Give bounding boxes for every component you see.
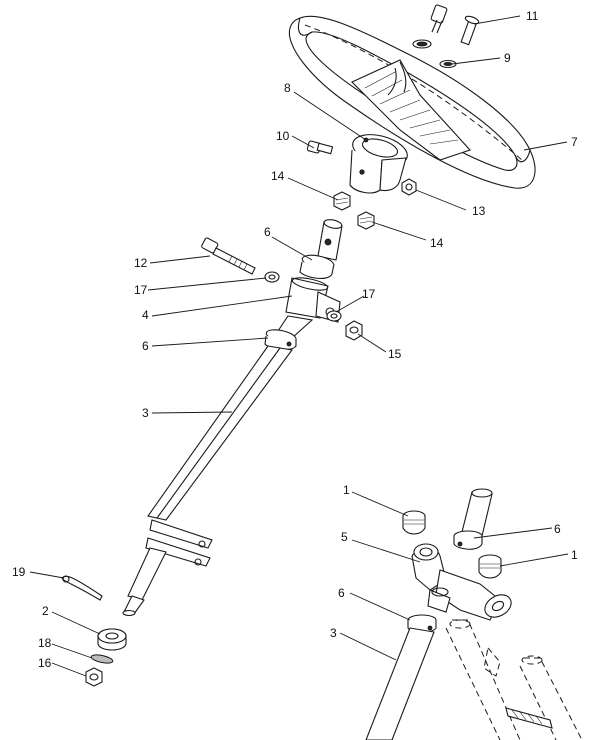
- washer-18: [90, 654, 114, 664]
- leader-lines: [29, 15, 569, 677]
- callout-3-main: 3: [142, 406, 149, 420]
- callout-4: 4: [142, 308, 149, 322]
- callout-14-upper: 14: [271, 169, 285, 183]
- callout-6-detail-lower: 6: [338, 586, 345, 600]
- lock-nut-upper: [333, 191, 351, 211]
- callout-6-detail-upper: 6: [554, 522, 561, 536]
- callout-7: 7: [571, 135, 578, 149]
- steering-wheel: [288, 15, 536, 189]
- lock-nut-lower: [357, 211, 375, 230]
- nut-13: [401, 178, 417, 196]
- callout-2: 2: [42, 604, 49, 618]
- callout-3-detail: 3: [330, 626, 337, 640]
- callout-15: 15: [388, 347, 402, 361]
- callout-17-left: 17: [134, 283, 148, 297]
- callout-12: 12: [134, 256, 148, 270]
- callout-17-right: 17: [362, 287, 376, 301]
- callout-14-lower: 14: [430, 236, 444, 250]
- washer-right: [326, 310, 342, 322]
- callout-10: 10: [276, 129, 290, 143]
- nut-16: [85, 667, 103, 687]
- callout-labels: 11 9 7 8 10 14 13 14 6 12 17 17 4 6 15 3…: [12, 9, 578, 670]
- cotter-pin: [61, 575, 103, 601]
- callout-13: 13: [472, 204, 486, 218]
- callout-11: 11: [526, 9, 539, 23]
- long-bolt: [201, 237, 256, 275]
- wheel-bolts: [430, 4, 480, 46]
- assembly-detail-view: [365, 488, 583, 740]
- callout-19: 19: [12, 565, 26, 579]
- callout-9: 9: [504, 51, 511, 65]
- callout-8: 8: [284, 81, 291, 95]
- washer-left: [264, 271, 280, 283]
- callout-6-lower: 6: [142, 339, 149, 353]
- wheel-washers: [412, 39, 457, 69]
- callout-16: 16: [38, 656, 52, 670]
- callout-5: 5: [341, 530, 348, 544]
- steering-column: [122, 219, 343, 617]
- steering-hub: [349, 134, 408, 194]
- nut-15: [345, 320, 363, 341]
- hub-screw: [306, 140, 334, 155]
- callout-1-left: 1: [343, 483, 350, 497]
- callout-6-upper: 6: [264, 225, 271, 239]
- bushing: [97, 628, 127, 651]
- callout-1-right: 1: [571, 548, 578, 562]
- callout-18: 18: [38, 636, 52, 650]
